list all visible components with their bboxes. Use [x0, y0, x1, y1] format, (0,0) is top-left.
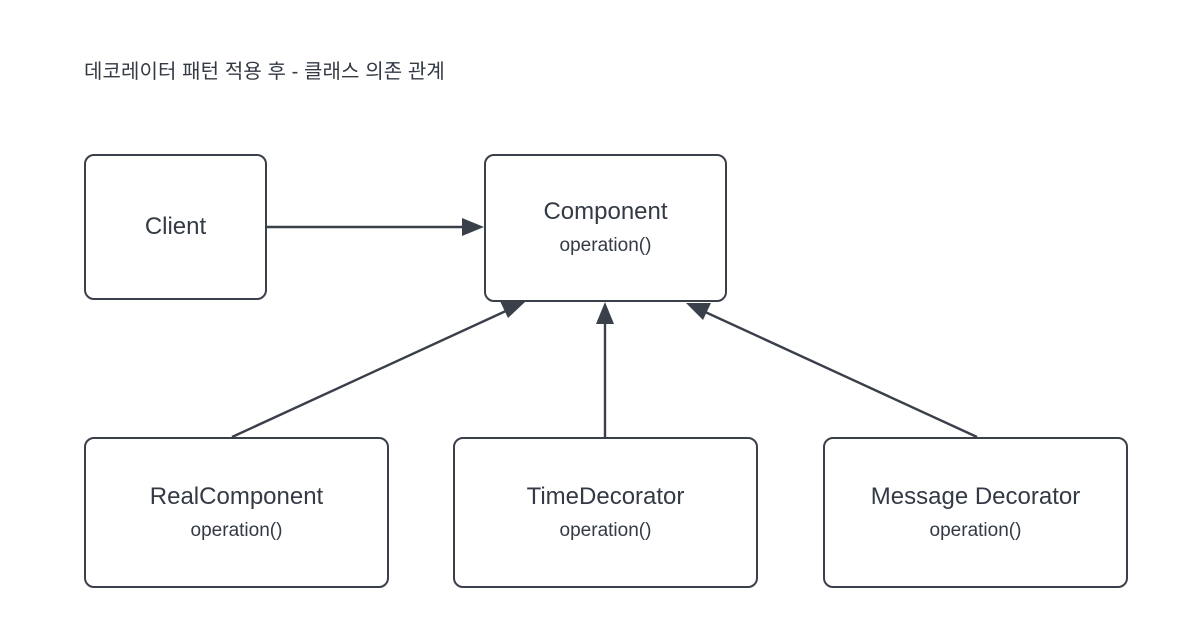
- arrowhead-time-to-component: [596, 302, 614, 324]
- edge-message-to-component: [686, 303, 978, 439]
- class-node-messagedecorator-operation: operation(): [929, 519, 1022, 541]
- class-node-timedecorator[interactable]: TimeDecorator operation(): [453, 437, 758, 588]
- arrowhead-client-to-component: [462, 218, 484, 236]
- class-node-timedecorator-operation: operation(): [559, 519, 652, 541]
- arrowhead-message-to-component: [686, 303, 711, 320]
- class-node-messagedecorator[interactable]: Message Decorator operation(): [823, 437, 1128, 588]
- class-node-realcomponent-title: RealComponent: [149, 482, 324, 510]
- edge-time-to-component: [596, 302, 614, 437]
- class-node-client[interactable]: Client: [84, 154, 267, 300]
- class-node-timedecorator-title: TimeDecorator: [526, 482, 685, 510]
- edge-line-real-to-component: [231, 308, 509, 439]
- edge-client-to-component: [267, 218, 484, 236]
- diagram-title: 데코레이터 패턴 적용 후 - 클래스 의존 관계: [84, 61, 445, 83]
- class-node-component-operation: operation(): [559, 235, 652, 256]
- class-node-messagedecorator-title: Message Decorator: [870, 482, 1081, 510]
- edge-real-to-component: [231, 301, 525, 439]
- edge-line-message-to-component: [702, 309, 978, 439]
- class-node-component-title: Component: [543, 198, 668, 225]
- class-node-client-title: Client: [144, 213, 207, 240]
- class-node-component[interactable]: Component operation(): [484, 154, 727, 302]
- class-node-realcomponent[interactable]: RealComponent operation(): [84, 437, 389, 588]
- arrowhead-real-to-component: [500, 301, 525, 318]
- class-node-realcomponent-operation: operation(): [190, 519, 283, 541]
